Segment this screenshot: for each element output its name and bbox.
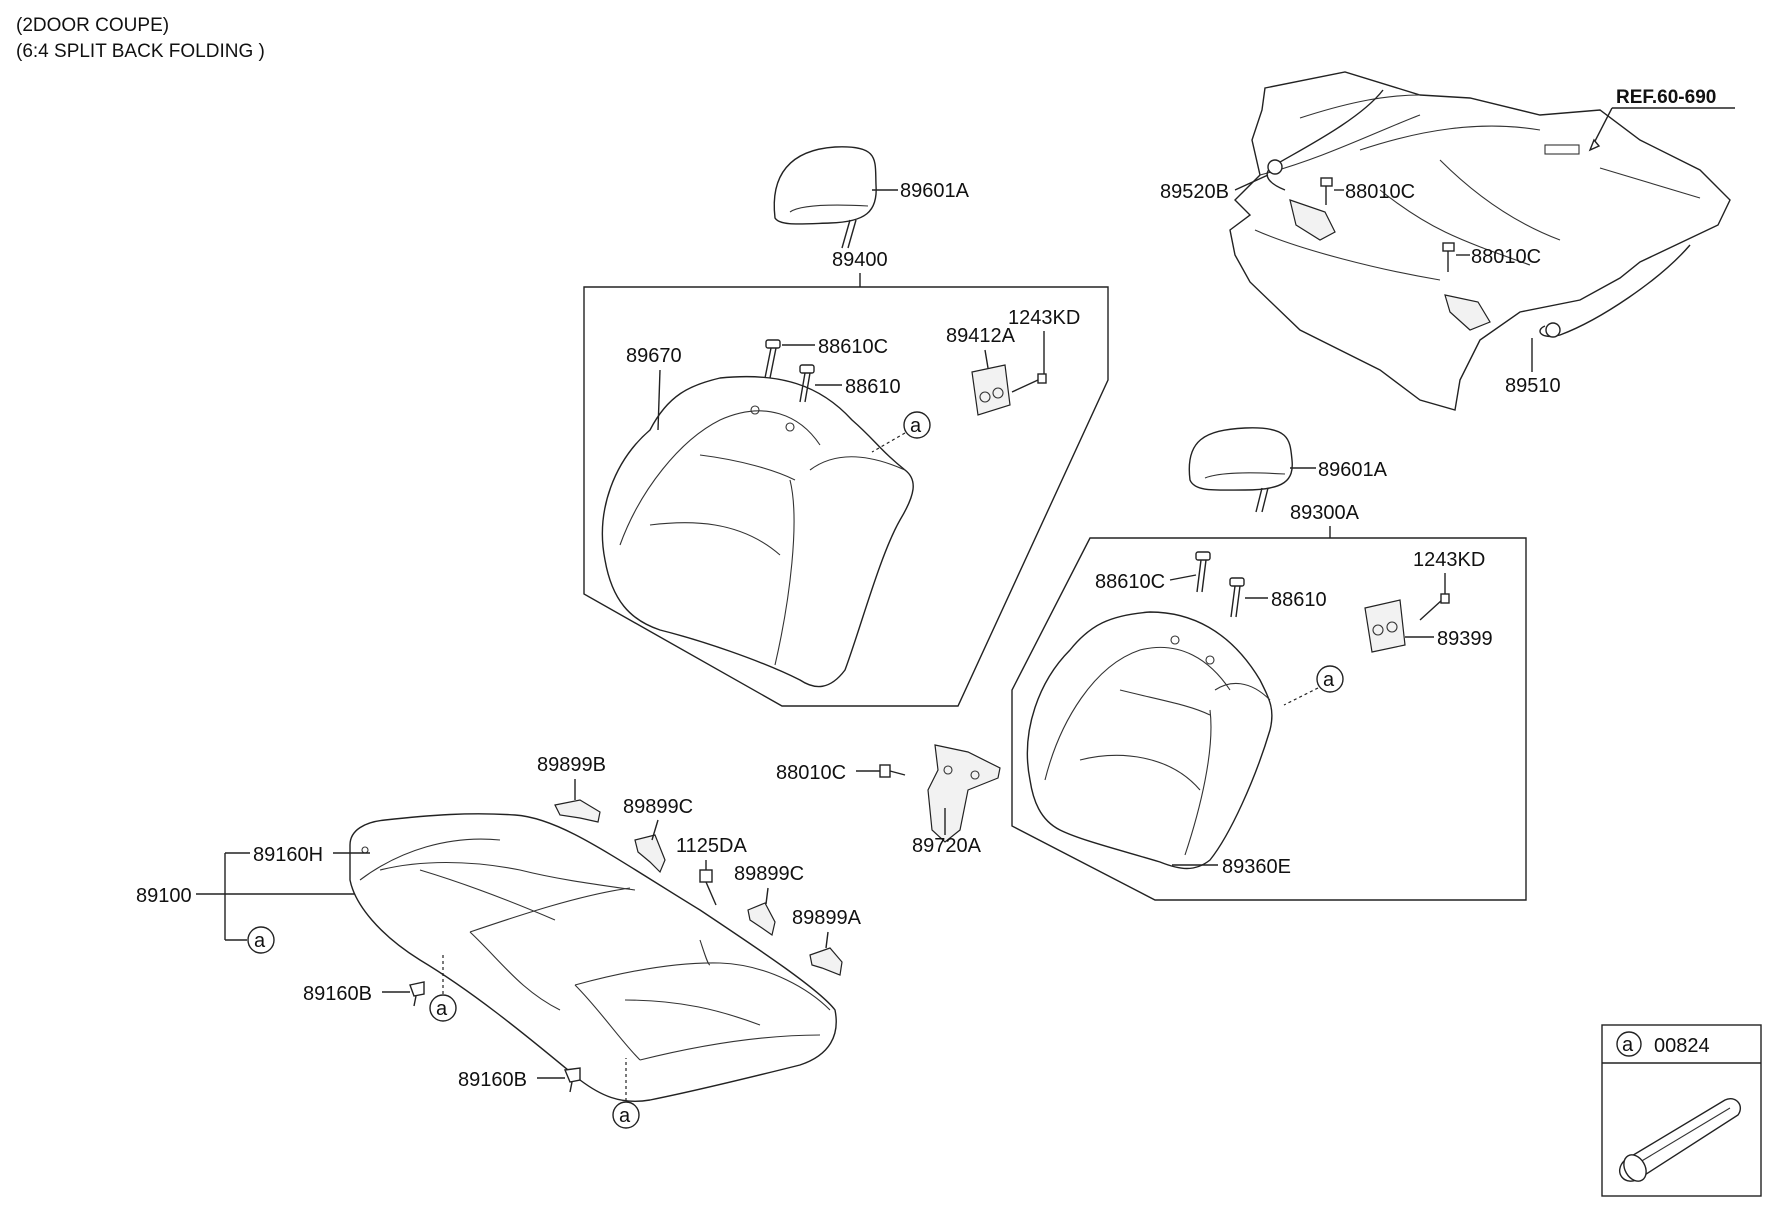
label-ref-60-690: REF.60-690 [1616,87,1716,108]
label-89100: 89100 [136,885,192,907]
label-88610-top: 88610 [845,376,901,398]
label-89412A: 89412A [946,325,1016,347]
marker-a-text: a [254,930,266,952]
legend-box: a 00824 [1601,1024,1762,1197]
label-89360E: 89360E [1222,856,1291,878]
label-89899B: 89899B [537,754,606,776]
marker-a-text: a [910,415,922,437]
legend-marker-text: a [1622,1034,1634,1056]
label-89899C-a: 89899C [623,796,693,818]
assembly-box-89300A [1011,537,1527,901]
seat-cushion [349,813,837,1102]
pin-88610-right [1229,577,1245,618]
pin-88610C-top [764,339,781,379]
marker-a-seatback-left [903,411,931,439]
latch-right [1444,294,1491,331]
bolt-1243KD-right [1419,593,1450,621]
bracket-89399 [1364,599,1406,653]
clip-89899C-a [634,834,666,874]
legend-part-number: 00824 [1654,1035,1710,1057]
label-88010C-b: 88010C [1471,246,1541,268]
marker-a-cushion-bottom [612,1101,640,1129]
rear-shelf-panel [1229,71,1731,411]
clip-89160B-a [409,981,425,1007]
label-89399: 89399 [1437,628,1493,650]
bolt-1243KD-top [1011,373,1047,393]
label-88610C-right: 88610C [1095,571,1165,593]
label-88610C-top: 88610C [818,336,888,358]
label-89520B: 89520B [1160,181,1229,203]
marker-a-seatback-right [1316,665,1344,693]
label-89400: 89400 [832,249,888,271]
cable-89520B [1266,89,1384,191]
label-89160B-b: 89160B [458,1069,527,1091]
seat-back-left [601,375,914,688]
label-89670: 89670 [626,345,682,367]
headrest-right [1188,427,1293,513]
marker-a-text: a [1323,669,1335,691]
pin-88610C-right [1195,551,1211,593]
assembly-box-89400 [583,286,1109,707]
header-line-2: (6:4 SPLIT BACK FOLDING ) [16,41,265,62]
bolt-88010C-mid [879,764,906,778]
label-89899A: 89899A [792,907,862,929]
label-89160H: 89160H [253,844,323,866]
marker-a-cushion-left [429,994,457,1022]
label-89510: 89510 [1505,375,1561,397]
bolt-1125DA [699,869,717,906]
label-89160B-a: 89160B [303,983,372,1005]
marker-a-text: a [619,1105,631,1127]
header-line-1: (2DOOR COUPE) [16,15,169,36]
cable-89510 [1539,244,1691,337]
label-89601A-right: 89601A [1318,459,1388,481]
screw-88010C-b [1442,242,1455,272]
legend-marker-a [1616,1031,1642,1057]
screw-88010C-a [1320,177,1333,205]
label-88610-right: 88610 [1271,589,1327,611]
clip-89899C-b [747,902,776,937]
bracket-89412A [971,364,1011,416]
headrest-top [773,146,877,249]
label-1243KD-right: 1243KD [1413,549,1485,571]
label-1125DA: 1125DA [676,835,747,857]
clip-89160B-b [564,1067,581,1093]
marker-a-89100 [247,926,275,954]
label-88010C-a: 88010C [1345,181,1415,203]
label-1243KD-top: 1243KD [1008,307,1080,329]
label-89720A: 89720A [912,835,982,857]
label-89899C-b: 89899C [734,863,804,885]
label-88010C-mid: 88010C [776,762,846,784]
label-89300A: 89300A [1290,502,1360,524]
sleeve-00824 [1619,1098,1742,1182]
clip-89899B [554,799,601,823]
marker-a-text: a [436,998,448,1020]
hinge-89720A [927,744,1001,843]
latch-left [1289,199,1336,241]
clip-89899A [809,947,843,976]
seat-back-right [1026,611,1273,870]
pin-88610-top [799,364,815,403]
label-89601A-top: 89601A [900,180,970,202]
